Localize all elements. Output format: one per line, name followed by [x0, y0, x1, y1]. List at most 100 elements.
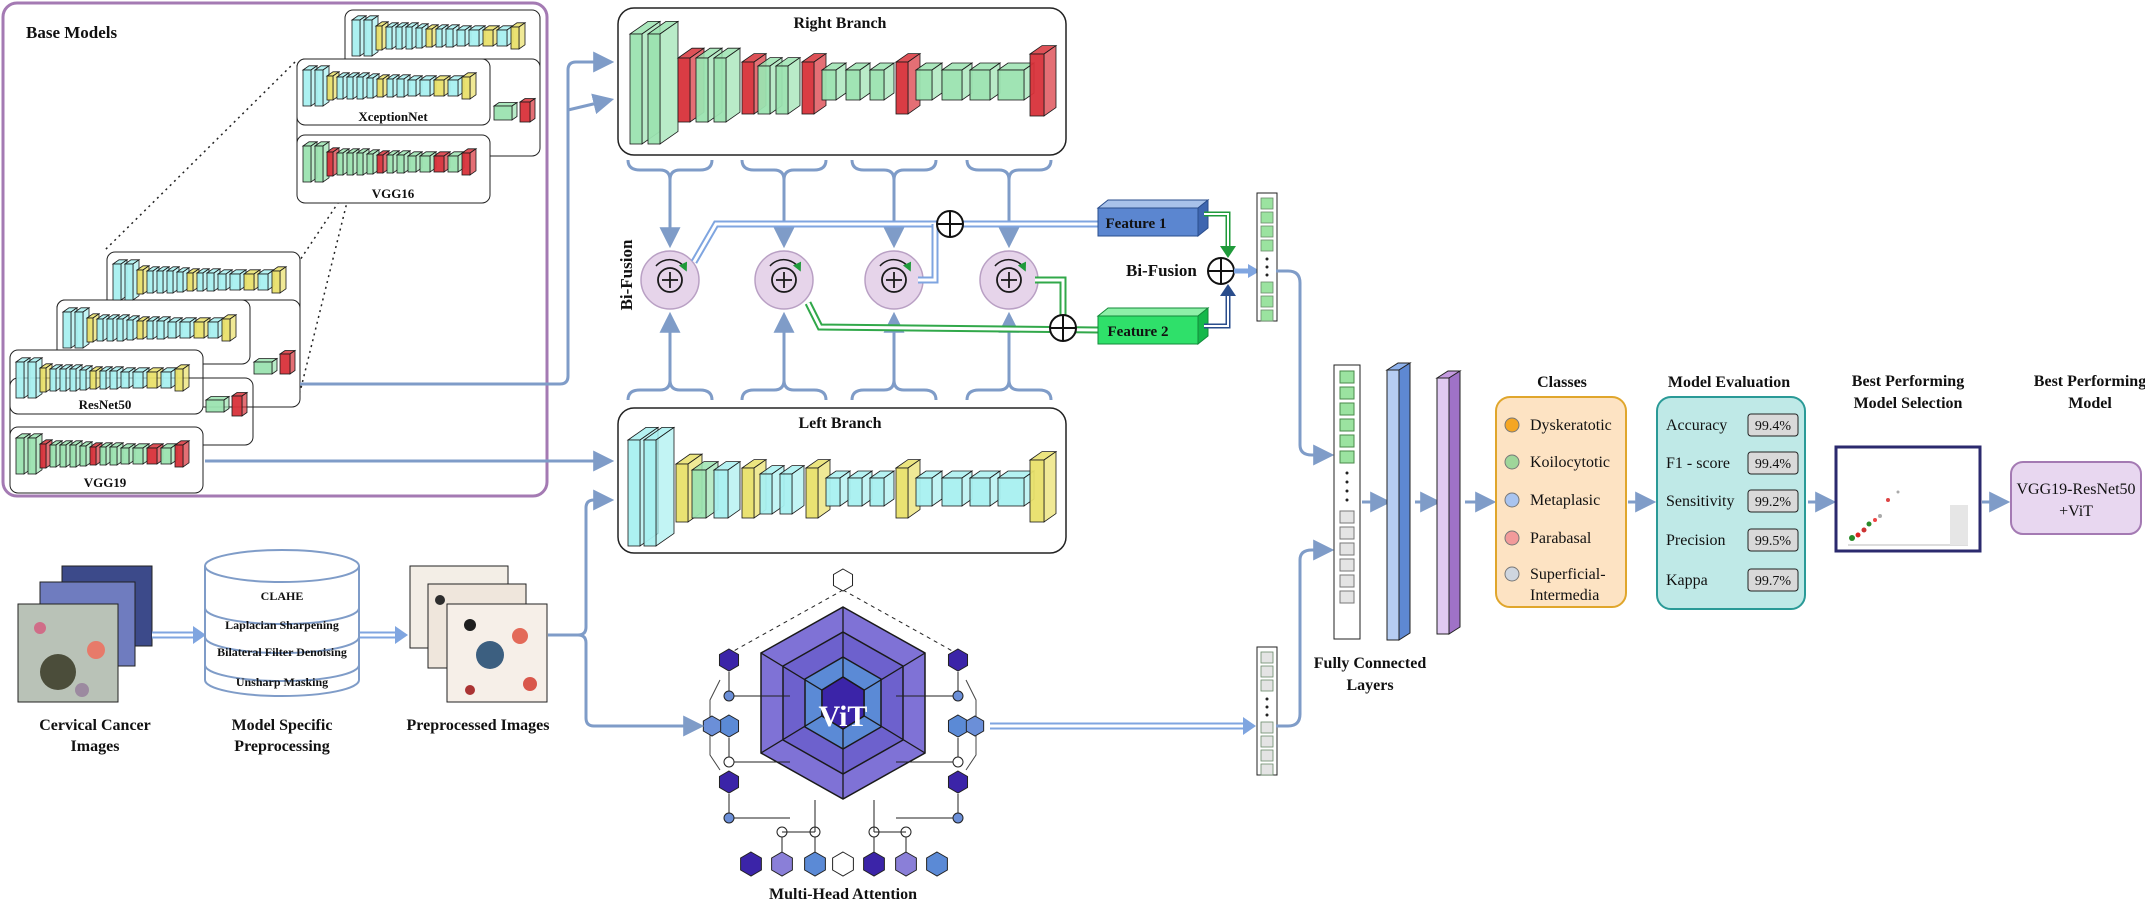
class-label: Dyskeratotic	[1530, 417, 1612, 434]
class-item: Koilocytotic	[1504, 454, 1610, 471]
vector-cell	[1260, 721, 1274, 734]
vector-cell	[1260, 679, 1274, 692]
metric-value-box	[1747, 528, 1799, 552]
class-item: Superficial- Intermedia	[1504, 566, 1606, 604]
mini-layer	[230, 391, 249, 417]
mini-layer	[446, 151, 466, 173]
right-branch-layer	[820, 62, 848, 101]
metric-name: Kappa	[1666, 572, 1708, 589]
classes-panel: Classes DyskeratoticKoilocytoticMetaplas…	[1495, 374, 1627, 608]
attention-heads	[702, 568, 985, 877]
best-model-name-line2: +ViT	[2059, 503, 2093, 520]
metric-value: 99.4%	[1755, 457, 1792, 472]
mini-layer	[220, 314, 238, 342]
right-branch-layer	[646, 20, 680, 145]
right-branch-layer	[940, 62, 974, 101]
fc-cell	[1339, 542, 1355, 556]
class-dot	[1504, 417, 1520, 433]
preprocessing-title-line1: Model Specific	[232, 717, 333, 734]
selection-title-line1: Best Performing	[1852, 373, 1964, 390]
attention-node	[947, 648, 969, 672]
right-branch: Right Branch	[617, 7, 1067, 156]
metric-value: 99.2%	[1755, 495, 1792, 510]
fc-cell	[1339, 418, 1355, 432]
attention-node	[740, 851, 762, 877]
class-label-line2: Intermedia	[1530, 587, 1599, 604]
vector-cell	[1260, 295, 1274, 308]
vector-cell	[1260, 735, 1274, 748]
metric-value-box	[1747, 568, 1799, 592]
base-models-panel: Base Models XceptionNet VGG16 ResNet50 V…	[1, 1, 549, 498]
mini-layer	[460, 72, 478, 100]
class-label: Superficial-	[1530, 566, 1606, 583]
right-branch-title: Right Branch	[794, 15, 887, 32]
left-branch-layer	[642, 426, 676, 547]
fusion-node	[640, 250, 700, 310]
vector-cell	[1260, 309, 1274, 322]
model-name-resnet50: ResNet50	[79, 397, 132, 412]
mini-layer	[173, 364, 191, 392]
fc-cell	[1339, 558, 1355, 572]
attention-node	[965, 715, 985, 737]
right-branch-layer	[968, 62, 1002, 101]
step-laplacian: Laplacian Sharpening	[225, 618, 339, 632]
right-branch-layer	[996, 62, 1036, 101]
feature2-block: Feature 2	[1096, 306, 1210, 346]
left-branch-layer	[968, 470, 1002, 507]
selection-title-line2: Model Selection	[1854, 395, 1963, 412]
metric-value-box	[1747, 489, 1799, 513]
model-name-vgg16: VGG16	[372, 186, 415, 201]
attention-node	[718, 648, 740, 672]
vit-label: ViT	[819, 700, 868, 733]
selection-plot-thumbnail	[1848, 490, 1968, 546]
attention-node	[832, 851, 854, 877]
bracket	[850, 159, 938, 181]
class-dot	[1504, 454, 1520, 470]
step-bilateral: Bilateral Filter Denoising	[217, 645, 347, 659]
mini-layer	[518, 97, 537, 123]
bracket	[965, 159, 1053, 181]
vector-cell	[1260, 763, 1274, 776]
metric-row: Sensitivity 99.2%	[1666, 489, 1799, 513]
feature1-block: Feature 1	[1096, 198, 1210, 238]
model-selection-panel: Best Performing Model Selection	[1834, 373, 1982, 553]
preprocessing-title-line2: Preprocessing	[234, 738, 329, 755]
left-branch-network	[626, 426, 1058, 547]
cervical-images: Cervical Cancer Images	[17, 565, 153, 755]
class-item: Metaplasic	[1504, 492, 1600, 509]
bracket	[740, 379, 828, 401]
mini-layer	[131, 443, 151, 465]
metric-value: 99.5%	[1755, 534, 1792, 549]
best-title-line1: Best Performing	[2034, 373, 2145, 390]
left-branch-layer	[1028, 450, 1058, 523]
vector-cell	[1260, 211, 1274, 224]
fusion-node	[864, 250, 924, 310]
best-title-line2: Model	[2068, 395, 2112, 412]
left-branch-layer	[846, 470, 874, 507]
fc-label-line1: Fully Connected	[1314, 655, 1427, 672]
left-branch-title: Left Branch	[798, 415, 881, 432]
left-branch-layer	[690, 460, 720, 519]
preprocessed-images: Preprocessed Images	[407, 565, 550, 734]
preprocessing-cylinder: CLAHE Laplacian Sharpening Bilateral Fil…	[204, 549, 360, 755]
preprocessed-label: Preprocessed Images	[407, 717, 550, 734]
bracket	[740, 159, 828, 181]
mini-network-icons	[14, 15, 537, 475]
class-label: Parabasal	[1530, 530, 1592, 547]
class-dot	[1504, 530, 1520, 546]
sum-node	[1049, 314, 1077, 342]
metric-name: Accuracy	[1666, 417, 1727, 434]
metric-name: Sensitivity	[1666, 493, 1734, 510]
right-branch-layer	[844, 62, 872, 101]
connectors	[205, 51, 2011, 737]
mini-layer	[278, 349, 297, 375]
mini-layer	[460, 148, 478, 176]
fc-label-line2: Layers	[1346, 677, 1393, 694]
vit-feature-vector	[1256, 646, 1278, 776]
fc-cell	[1339, 526, 1355, 540]
mini-layer	[270, 266, 288, 294]
